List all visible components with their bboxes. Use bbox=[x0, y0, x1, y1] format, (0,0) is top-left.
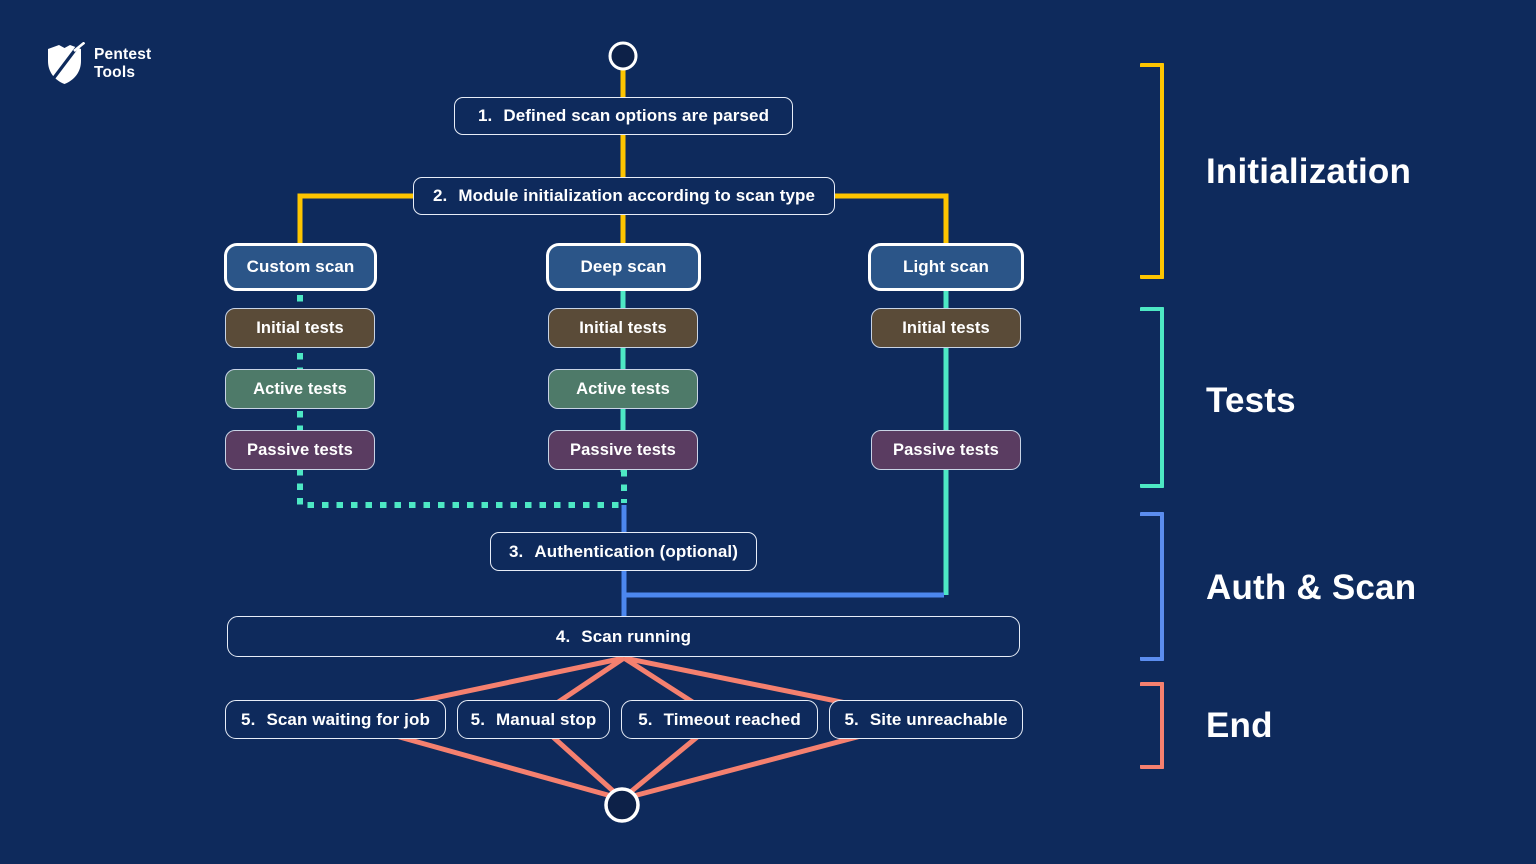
deep-initial-tests-box: Initial tests bbox=[548, 308, 698, 348]
deep-passive-tests-box: Passive tests bbox=[548, 430, 698, 470]
end-site-unreachable-box: 5. Site unreachable bbox=[829, 700, 1023, 739]
brand-line2: Tools bbox=[94, 64, 136, 81]
end-timeout-number: 5. bbox=[638, 709, 653, 729]
end-manual-stop-label: Manual stop bbox=[496, 709, 597, 729]
wire-custom-column-dashed bbox=[297, 266, 621, 508]
end-manual-stop-box: 5. Manual stop bbox=[457, 700, 610, 739]
wire-step2-to-light bbox=[808, 193, 949, 250]
light-passive-tests-label: Passive tests bbox=[893, 440, 999, 459]
end-node bbox=[604, 787, 640, 823]
deep-scan-label: Deep scan bbox=[580, 257, 667, 276]
end-timeout-box: 5. Timeout reached bbox=[621, 700, 818, 739]
legend-tests: Tests bbox=[1206, 381, 1296, 420]
step2-number: 2. bbox=[432, 186, 448, 205]
custom-active-tests-box: Active tests bbox=[225, 369, 375, 409]
step1-box: 1. Defined scan options are parsed bbox=[454, 97, 793, 135]
legend-initialization: Initialization bbox=[1206, 152, 1412, 191]
deep-passive-tests-label: Passive tests bbox=[570, 440, 676, 459]
brand-line1: Pentest bbox=[94, 46, 152, 64]
custom-scan-label: Custom scan bbox=[246, 257, 355, 276]
light-scan-label: Light scan bbox=[902, 257, 989, 276]
auth-scan-bracket bbox=[1140, 512, 1164, 661]
deep-initial-tests-label: Initial tests bbox=[579, 318, 667, 337]
step4-box: 4. Scan running bbox=[227, 616, 1020, 657]
brand-name: Pentest Tools bbox=[94, 46, 151, 82]
end-scan-waiting-box: 5. Scan waiting for job bbox=[225, 700, 446, 739]
custom-active-tests-label: Active tests bbox=[253, 379, 347, 398]
end-scan-waiting-label: Scan waiting for job bbox=[266, 709, 430, 729]
tests-bracket bbox=[1140, 307, 1164, 488]
step3-label: Authentication (optional) bbox=[534, 541, 739, 561]
step1-number: 1. bbox=[477, 106, 493, 125]
pentest-tools-logo: Pentest Tools bbox=[45, 42, 151, 86]
initialization-bracket bbox=[1140, 63, 1164, 279]
legend-auth-scan: Auth & Scan bbox=[1206, 568, 1417, 607]
end-scan-waiting-number: 5. bbox=[241, 709, 256, 729]
step4-label: Scan running bbox=[581, 626, 692, 646]
step1-label: Defined scan options are parsed bbox=[503, 106, 770, 125]
custom-passive-tests-box: Passive tests bbox=[225, 430, 375, 470]
end-site-unreachable-label: Site unreachable bbox=[869, 709, 1008, 729]
end-manual-stop-number: 5. bbox=[470, 709, 486, 729]
custom-passive-tests-label: Passive tests bbox=[247, 440, 353, 459]
end-bracket bbox=[1140, 682, 1164, 769]
light-initial-tests-label: Initial tests bbox=[902, 318, 990, 337]
light-passive-tests-box: Passive tests bbox=[871, 430, 1021, 470]
step2-label: Module initialization according to scan … bbox=[458, 186, 816, 205]
step3-number: 3. bbox=[508, 541, 524, 561]
deep-active-tests-label: Active tests bbox=[576, 379, 670, 398]
custom-initial-tests-box: Initial tests bbox=[225, 308, 375, 348]
start-node bbox=[608, 41, 638, 71]
step2-box: 2. Module initialization according to sc… bbox=[413, 177, 835, 215]
light-scan-box: Light scan bbox=[868, 243, 1024, 291]
deep-active-tests-box: Active tests bbox=[548, 369, 698, 409]
step4-number: 4. bbox=[555, 626, 571, 646]
legend-end: End bbox=[1206, 706, 1273, 745]
wire-step2-to-custom bbox=[297, 193, 440, 250]
end-timeout-label: Timeout reached bbox=[663, 709, 801, 729]
shield-icon bbox=[48, 42, 85, 84]
step3-box: 3. Authentication (optional) bbox=[490, 532, 757, 571]
end-site-unreachable-number: 5. bbox=[844, 709, 859, 729]
deep-scan-box: Deep scan bbox=[546, 243, 701, 291]
custom-initial-tests-label: Initial tests bbox=[256, 318, 344, 337]
custom-scan-box: Custom scan bbox=[224, 243, 377, 291]
light-initial-tests-box: Initial tests bbox=[871, 308, 1021, 348]
